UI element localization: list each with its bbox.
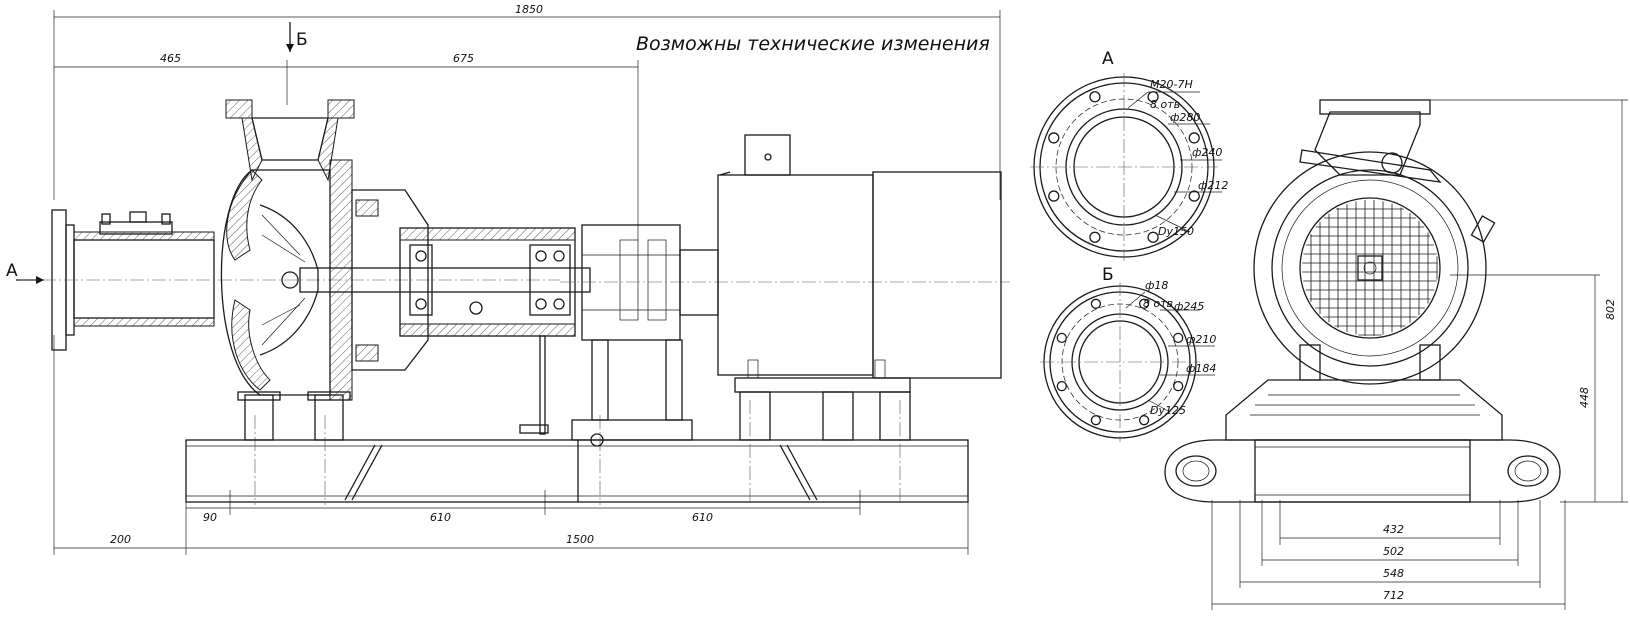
flange-b-holes: 8 отв bbox=[1143, 297, 1173, 310]
coupling-side-view bbox=[560, 224, 1010, 447]
bolt-hole bbox=[1138, 298, 1150, 309]
bolt-hole bbox=[1056, 380, 1067, 392]
flange-b-view: Б bbox=[1040, 265, 1200, 442]
front-view bbox=[1164, 99, 1561, 503]
flange-b-d245: ф245 bbox=[1174, 300, 1204, 313]
dim-610-b: 610 bbox=[692, 511, 713, 524]
dim-1850: 1850 bbox=[515, 3, 543, 16]
flange-b-dn: Dy125 bbox=[1150, 404, 1186, 417]
dim-465: 465 bbox=[160, 52, 181, 65]
flange-a-d240: ф240 bbox=[1192, 146, 1222, 159]
bolt-hole bbox=[1048, 132, 1060, 144]
bolt-hole bbox=[1138, 415, 1150, 426]
flange-b-d184: ф184 bbox=[1186, 362, 1216, 375]
flange-a-dn: Dy150 bbox=[1158, 225, 1194, 238]
note-tech-changes: Возможны технические изменения bbox=[636, 33, 990, 55]
arrow-a-label: А bbox=[6, 261, 18, 281]
dim-432: 432 bbox=[1383, 523, 1404, 536]
flange-b-d210: ф210 bbox=[1186, 333, 1216, 346]
base-frame bbox=[185, 400, 969, 505]
bolt-hole bbox=[1173, 380, 1184, 392]
side-dimensions: 1850 465 675 90 610 610 200 1500 bbox=[53, 3, 1001, 555]
section-a-label: А bbox=[1102, 49, 1114, 69]
flange-a-d212: ф212 bbox=[1198, 179, 1228, 192]
bolt-hole bbox=[1188, 190, 1200, 202]
front-dimensions: 432 502 548 712 802 448 bbox=[1211, 99, 1628, 610]
bolt-hole bbox=[1090, 298, 1102, 309]
dim-610-a: 610 bbox=[430, 511, 451, 524]
dim-712: 712 bbox=[1383, 589, 1404, 602]
flange-b-d18: ф18 bbox=[1145, 279, 1168, 292]
dim-675: 675 bbox=[453, 52, 474, 65]
fan-grille bbox=[1302, 200, 1438, 336]
dim-200: 200 bbox=[110, 533, 131, 546]
dim-502: 502 bbox=[1383, 545, 1404, 558]
flange-a-holes: 8 отв bbox=[1150, 98, 1180, 111]
bolt-hole bbox=[1089, 231, 1101, 243]
dim-90: 90 bbox=[203, 511, 217, 524]
flange-a-d280: ф280 bbox=[1170, 111, 1200, 124]
view-arrows: А Б bbox=[6, 22, 308, 284]
dim-802: 802 bbox=[1604, 299, 1617, 320]
bolt-hole bbox=[1090, 415, 1102, 426]
flange-a-view: А bbox=[1030, 49, 1218, 261]
section-b-label: Б bbox=[1102, 265, 1114, 285]
dim-548: 548 bbox=[1383, 567, 1404, 580]
flange-b-callouts: ф18 8 отв ф245 ф210 ф184 Dy125 bbox=[1125, 279, 1216, 417]
bolt-hole bbox=[1048, 190, 1060, 202]
arrow-b-label: Б bbox=[296, 30, 308, 50]
dim-1500: 1500 bbox=[566, 533, 594, 546]
motor-side-view bbox=[679, 134, 1002, 441]
bolt-hole bbox=[1173, 332, 1184, 344]
bolt-hole bbox=[1147, 231, 1159, 243]
flange-a-callouts: M20-7H 8 отв ф280 ф240 ф212 Dy150 bbox=[1127, 78, 1228, 238]
dim-448: 448 bbox=[1578, 387, 1591, 408]
bolt-hole bbox=[1089, 91, 1101, 103]
flange-a-thread: M20-7H bbox=[1150, 78, 1193, 91]
bolt-hole bbox=[1056, 332, 1067, 344]
bolt-hole bbox=[1188, 132, 1200, 144]
pump-side-view bbox=[20, 99, 591, 441]
